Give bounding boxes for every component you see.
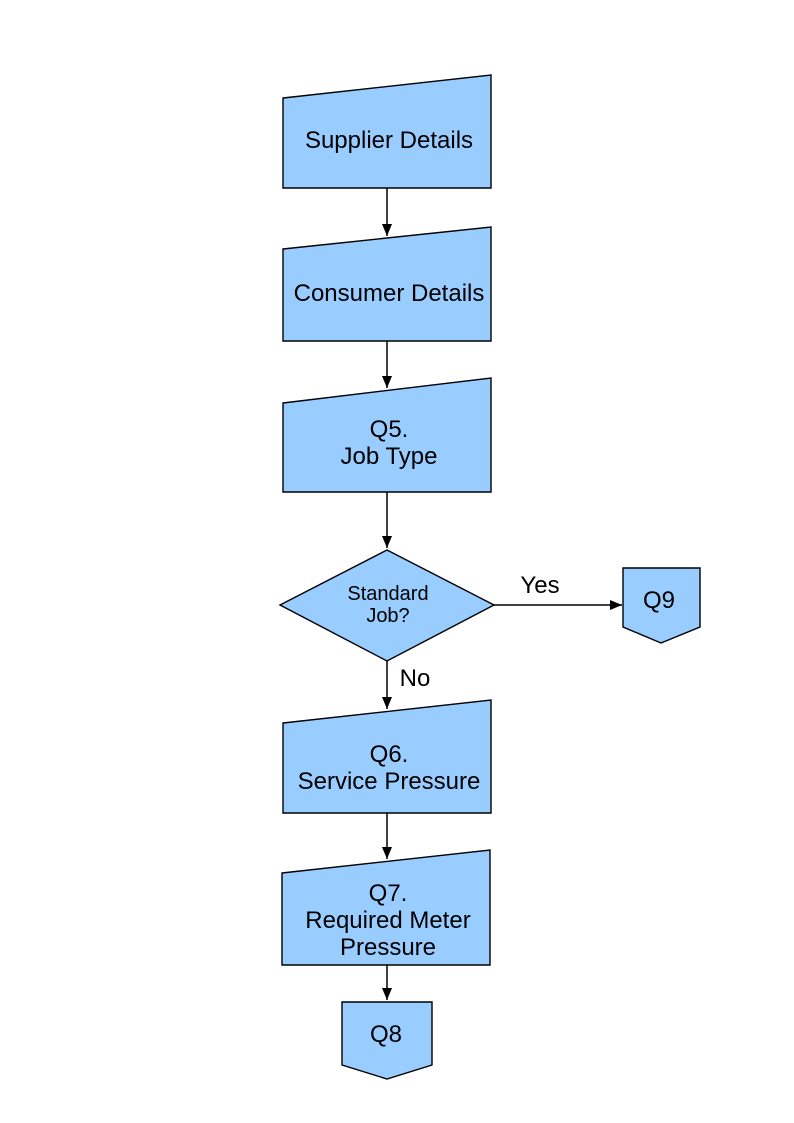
- node-q6-label-line1: Q6.: [370, 741, 409, 768]
- node-q5-shape: [282, 377, 492, 493]
- edge-label-no: No: [400, 665, 431, 692]
- node-q8: Q8: [341, 1001, 433, 1080]
- node-consumer-label: Consumer Details: [294, 280, 485, 307]
- node-q9-label: Q9: [643, 587, 675, 614]
- node-q7-shape: [281, 849, 491, 966]
- node-q5-label-line1: Q5.: [370, 416, 409, 443]
- node-consumer-shape: [282, 226, 492, 342]
- edge-label-yes: Yes: [520, 572, 559, 599]
- node-q8-label: Q8: [370, 1021, 402, 1048]
- node-q8-shape: [341, 1001, 433, 1080]
- node-standard-job-label-line2: Job?: [366, 605, 409, 627]
- node-supplier-label: Supplier Details: [305, 127, 473, 154]
- node-q6-shape: [282, 699, 492, 814]
- node-q5-label-line2: Job Type: [341, 443, 438, 470]
- node-q7-label-line3: Pressure: [340, 934, 436, 961]
- node-q7-label-line2: Required Meter: [305, 907, 470, 934]
- node-q5: Q5. Job Type: [282, 377, 492, 493]
- node-consumer: Consumer Details: [282, 226, 492, 342]
- node-standard-job-label-line1: Standard: [347, 583, 428, 605]
- node-q6-label-line2: Service Pressure: [298, 768, 481, 795]
- node-standard-job-shape: [278, 549, 496, 662]
- flow-edges: [382, 188, 622, 1000]
- node-q7-label-line1: Q7.: [369, 880, 408, 907]
- node-q7: Q7. Required Meter Pressure: [281, 849, 491, 966]
- node-standard-job-decision: Standard Job?: [278, 549, 496, 662]
- node-q6: Q6. Service Pressure: [282, 699, 492, 814]
- node-supplier-shape: [282, 74, 492, 189]
- node-q9-shape: [622, 567, 701, 644]
- node-q9: Q9: [622, 567, 701, 644]
- node-supplier: Supplier Details: [282, 74, 492, 189]
